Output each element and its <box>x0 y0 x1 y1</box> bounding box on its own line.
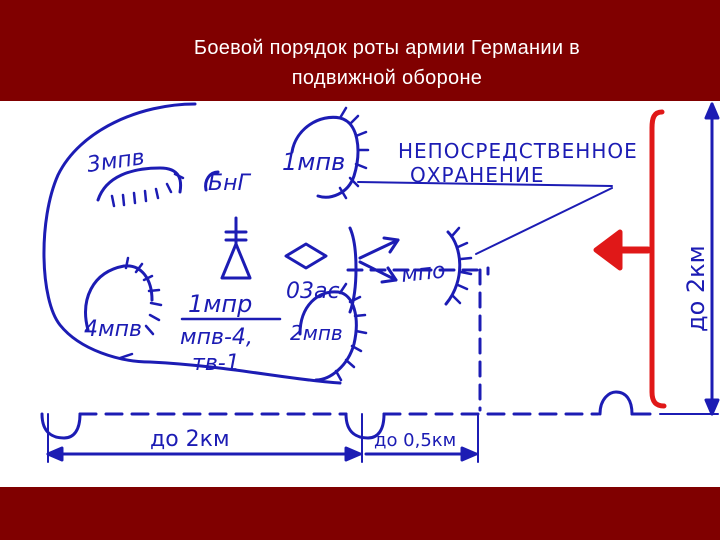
advance-arrow-head <box>593 229 623 271</box>
outpost-mpo-bracket <box>348 226 358 314</box>
slide-title-line-2: подвижной обороне <box>291 67 483 89</box>
platoon-4mpv-ticks <box>124 256 163 336</box>
artillery-diamond-symbol <box>284 242 328 270</box>
bottom-right-hump <box>598 390 634 416</box>
label-mpo: мпо <box>400 258 447 288</box>
label-note-2: ОХРАНЕНИЕ <box>410 163 545 187</box>
label-dist-05km: до 0,5км <box>374 430 456 451</box>
label-composition-2: тв-1 <box>192 351 240 376</box>
slide-title-line-1: Боевой порядок роты армии Германии в <box>193 37 581 59</box>
label-dist-2km-vertical: до 2км <box>682 245 710 332</box>
command-post-symbol <box>220 216 252 280</box>
label-note-1: НЕПОСРЕДСТВЕННОЕ <box>398 139 638 163</box>
note-pointer-line-2 <box>475 187 613 255</box>
front-line-red <box>649 109 667 409</box>
outpost-arrow-lower <box>358 260 398 282</box>
footer-bar <box>0 487 720 540</box>
platoon-4mpv-arc <box>84 264 154 332</box>
note-pointer-line-1 <box>357 181 613 187</box>
label-2mpv: 2мпв <box>290 321 343 345</box>
outpost-mpo-arc <box>444 230 462 306</box>
label-03as: 03ас <box>286 279 340 304</box>
label-dist-2km-bottom: до 2км <box>150 427 230 452</box>
platoon-3mpv-arc <box>96 166 183 202</box>
outpost-arrow-upper <box>358 238 400 260</box>
label-3mpv: 3мпв <box>85 145 146 178</box>
platoon-3mpv-ticks <box>110 172 185 208</box>
label-4mpv: 4мпв <box>84 317 142 342</box>
label-1mpr: 1мпр <box>188 290 252 318</box>
bottom-mid-bracket <box>344 412 386 440</box>
platoon-4mpv-dash <box>118 352 134 360</box>
label-1mpv: 1мпв <box>282 148 345 176</box>
bottom-left-bracket <box>40 412 82 440</box>
platoon-1mpv-ticks <box>338 106 370 200</box>
outpost-mpo-ticks <box>450 226 473 305</box>
header-bar <box>0 0 720 101</box>
bng-hook <box>204 170 220 192</box>
label-bng: БнГ <box>208 171 251 196</box>
platoon-2mpv-ticks <box>334 282 368 382</box>
company-area-outline <box>42 102 342 385</box>
slide-title: Боевой порядок роты армии Германии в под… <box>0 33 720 93</box>
label-composition-1: мпв-4, <box>180 325 253 350</box>
battle-order-diagram: 3мпв БнГ 1мпв 4мпв 1мпр мпв-4, тв-1 03ас… <box>40 102 720 463</box>
